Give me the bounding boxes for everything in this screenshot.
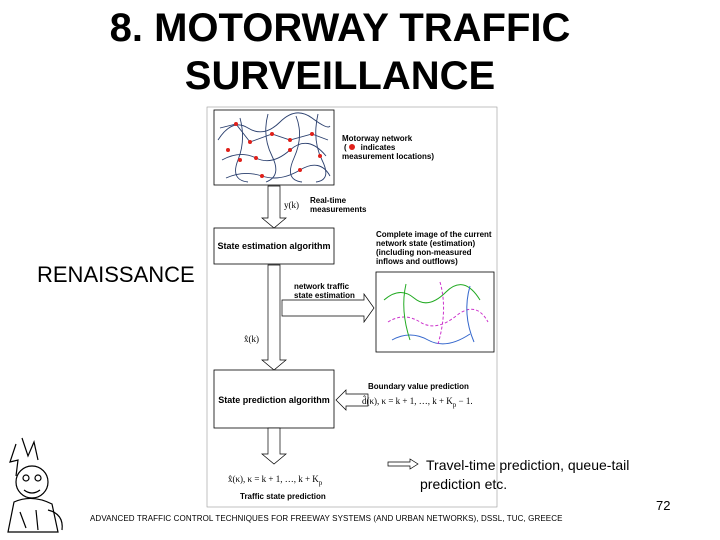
slide-title: 8. MOTORWAY TRAFFIC SURVEILLANCE <box>40 4 640 100</box>
arrow-to-output <box>261 427 287 465</box>
complete-image-line-2: network state (estimation) <box>376 239 476 248</box>
prediction-box: State prediction algorithm <box>218 395 330 405</box>
prediction-formula-sub: p <box>318 478 323 487</box>
arrow-boundary-input <box>335 389 369 411</box>
footer-text: ADVANCED TRAFFIC CONTROL TECHNIQUES FOR … <box>90 514 563 523</box>
complete-image-line-1: Complete image of the current <box>376 230 492 239</box>
network-state-frame <box>375 271 495 353</box>
arrow-to-network-state <box>281 292 375 324</box>
complete-image-line-3: (including non-measured <box>376 248 472 257</box>
network-map-frame <box>213 109 335 186</box>
network-state-map <box>383 281 489 345</box>
network-label-line-1: Motorway network <box>342 134 413 143</box>
prediction-formula-main: x̂(κ), κ = k + 1, …, k + K <box>228 474 319 484</box>
travel-time-text: Travel-time prediction, queue-tail predi… <box>420 456 629 494</box>
network-label: Motorway network ( indicates measurement … <box>342 134 434 161</box>
estimation-box: State estimation algorithm <box>217 241 331 251</box>
realtime-label-line-1: Real-time <box>310 196 347 205</box>
travel-time-line-2: prediction etc. <box>420 476 508 492</box>
complete-image-label: Complete image of the current network st… <box>376 230 492 266</box>
boundary-formula: d̂(κ), κ = k + 1, …, k + Kp − 1. <box>362 396 473 409</box>
complete-image-line-4: inflows and outflows) <box>376 257 458 266</box>
measurement-dots <box>226 122 322 178</box>
state-estimation-line-2: state estimation <box>294 291 355 300</box>
realtime-label-line-2: measurements <box>310 205 367 214</box>
prediction-formula: x̂(κ), κ = k + 1, …, k + Kp <box>228 474 322 487</box>
realtime-label: Real-time measurements <box>310 196 366 214</box>
estimate-symbol: x̂(k) <box>244 334 259 344</box>
network-label-line-3: measurement locations) <box>342 152 435 161</box>
network-label-paren: ( <box>344 143 347 152</box>
prediction-box-frame <box>213 369 335 429</box>
arrow-to-estimation <box>261 185 287 229</box>
mascot-logo <box>7 437 63 533</box>
renaissance-label: RENAISSANCE <box>37 262 195 287</box>
boundary-formula-sub: p <box>452 400 457 409</box>
diagram-frame <box>206 106 498 508</box>
estimation-box-frame <box>213 227 335 265</box>
travel-time-arrow <box>387 458 419 470</box>
page-number: 72 <box>656 498 671 513</box>
boundary-formula-main: d̂(κ), κ = k + 1, …, k + K <box>362 396 453 406</box>
state-estimation-label: network traffic state estimation <box>294 282 355 300</box>
boundary-label: Boundary value prediction <box>368 382 469 391</box>
travel-time-line-1: Travel-time prediction, queue-tail <box>426 457 630 473</box>
state-estimation-line-1: network traffic <box>294 282 350 291</box>
slide-title-line-1: 8. MOTORWAY TRAFFIC <box>109 6 571 50</box>
measurement-symbol: y(k) <box>284 200 299 210</box>
network-label-line-2: indicates <box>360 143 396 152</box>
slide-title-line-2: SURVEILLANCE <box>184 54 496 98</box>
arrow-to-prediction <box>261 264 287 371</box>
traffic-prediction-label: Traffic state prediction <box>240 492 326 501</box>
legend-measurement-dot <box>349 144 355 150</box>
boundary-formula-end: − 1. <box>458 396 473 406</box>
